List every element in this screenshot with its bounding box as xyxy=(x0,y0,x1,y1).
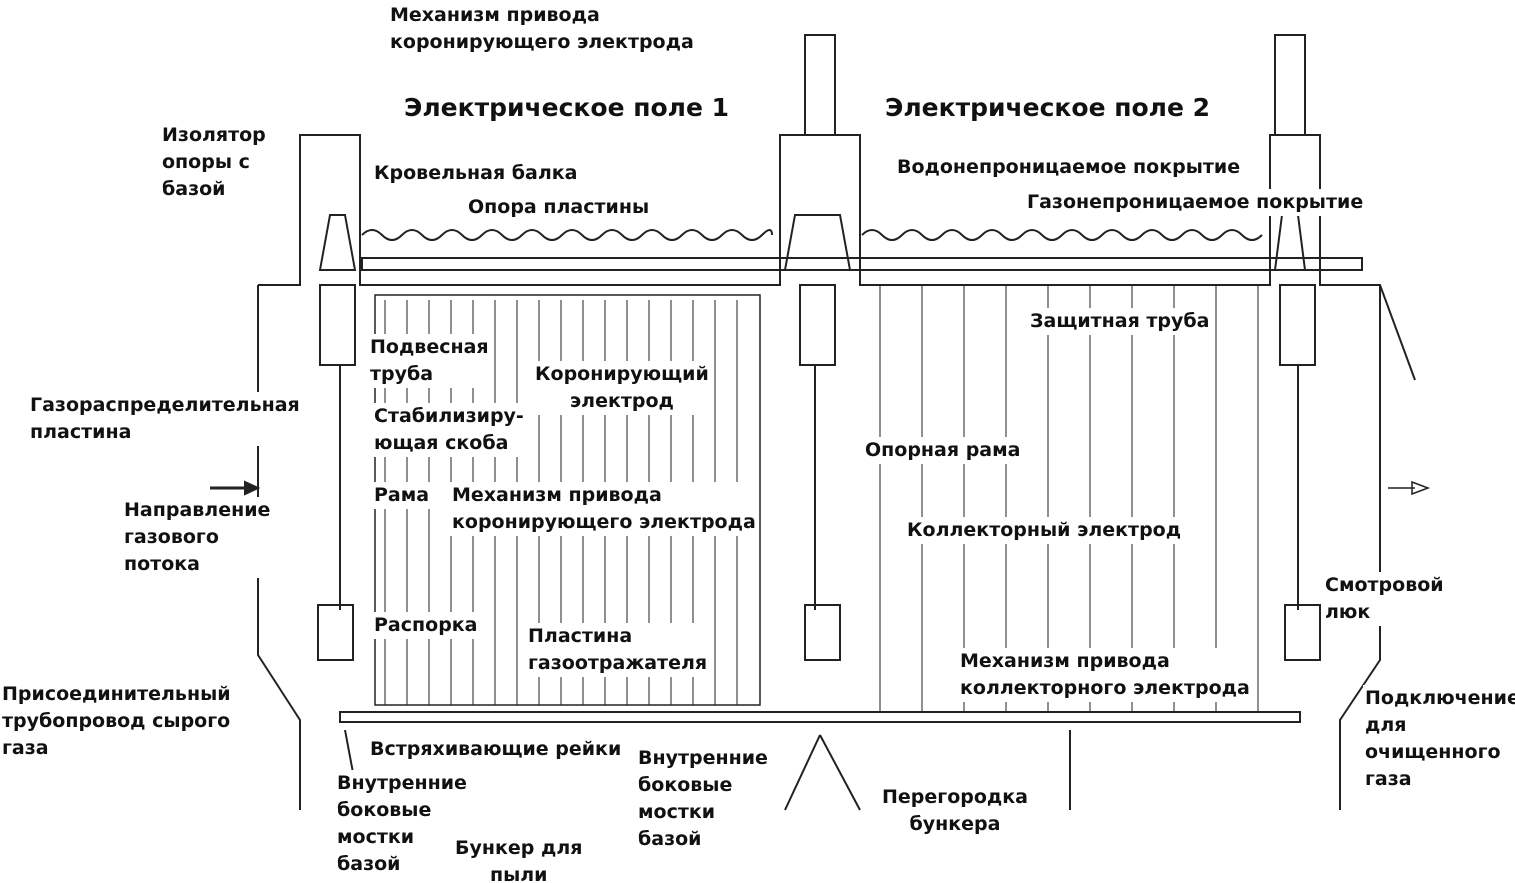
label-gastight-cover: Газонепроницаемое покрытие xyxy=(1025,189,1366,216)
label-clean-gas-outlet: Подключение для очищенного газа xyxy=(1363,685,1515,793)
outlet-arrow xyxy=(1388,480,1431,496)
label-frame: Рама xyxy=(372,482,432,509)
label-corona-electrode: Коронирующий электрод xyxy=(533,361,711,415)
roof-wave-2 xyxy=(861,229,1263,241)
label-plate-support: Опора пластины xyxy=(466,194,652,221)
label-collector-electrode: Коллекторный электрод xyxy=(905,517,1184,544)
protective-tube-mid xyxy=(799,284,836,366)
label-baffle-plate: Пластина газоотражателя xyxy=(526,623,710,677)
label-waterproof-cover: Водонепроницаемое покрытие xyxy=(895,154,1243,181)
insulator-left xyxy=(318,214,357,271)
label-corona-drive-mid: Механизм привода коронирующего электрода xyxy=(450,482,758,536)
label-gas-flow-direction: Направление газового потока xyxy=(122,497,273,578)
label-field-2: Электрическое поле 2 xyxy=(883,93,1213,123)
label-inspection-hatch: Смотровой люк xyxy=(1323,572,1446,626)
top-pipe-mid xyxy=(804,34,836,136)
label-insulator: Изолятор опоры с базой xyxy=(160,122,268,203)
label-suspension-tube: Подвесная труба xyxy=(368,334,491,388)
label-dust-hopper: Бункер для пыли xyxy=(453,835,585,883)
label-hopper-partition: Перегородка бункера xyxy=(880,784,1030,838)
label-rapping-rails: Встряхивающие рейки xyxy=(368,736,624,763)
label-spacer: Распорка xyxy=(372,612,480,639)
hatch-right xyxy=(1284,604,1321,661)
label-raw-gas-inlet: Присоединительный трубопровод сырого газ… xyxy=(0,681,233,762)
protective-tube-right xyxy=(1279,284,1316,366)
field2-plates xyxy=(879,285,1259,712)
casing-outline xyxy=(258,134,1416,381)
hopper-mid xyxy=(784,734,861,811)
outlet-wall xyxy=(1339,285,1381,810)
suspension-tubes xyxy=(339,365,1299,610)
label-walkway-mid: Внутренние боковые мостки базой xyxy=(636,745,770,853)
protective-tube-left xyxy=(319,284,356,366)
label-collector-drive: Механизм привода коллекторного электрода xyxy=(958,648,1252,702)
label-stabilizing-bracket: Стабилизиру- ющая скоба xyxy=(372,403,526,457)
hatch-left xyxy=(317,604,354,661)
label-support-frame: Опорная рама xyxy=(863,437,1023,464)
gas-flow-arrowhead xyxy=(244,480,261,496)
top-pipe-right xyxy=(1274,34,1306,136)
rapping-rail xyxy=(339,711,1301,723)
roof-wave-1 xyxy=(361,229,773,241)
roof-beam xyxy=(361,257,1363,271)
label-field-1: Электрическое поле 1 xyxy=(402,93,732,123)
insulator-right xyxy=(1273,214,1307,271)
label-corona-drive-top: Механизм привода коронирующего электрода xyxy=(388,2,696,56)
label-gas-distribution-plate: Газораспределительная пластина xyxy=(28,392,302,446)
hatch-mid xyxy=(804,604,841,661)
label-roof-beam: Кровельная балка xyxy=(372,160,580,187)
insulator-mid xyxy=(783,214,852,271)
label-protective-tube: Защитная труба xyxy=(1028,308,1212,335)
label-walkway-left: Внутренние боковые мостки базой xyxy=(335,770,469,878)
